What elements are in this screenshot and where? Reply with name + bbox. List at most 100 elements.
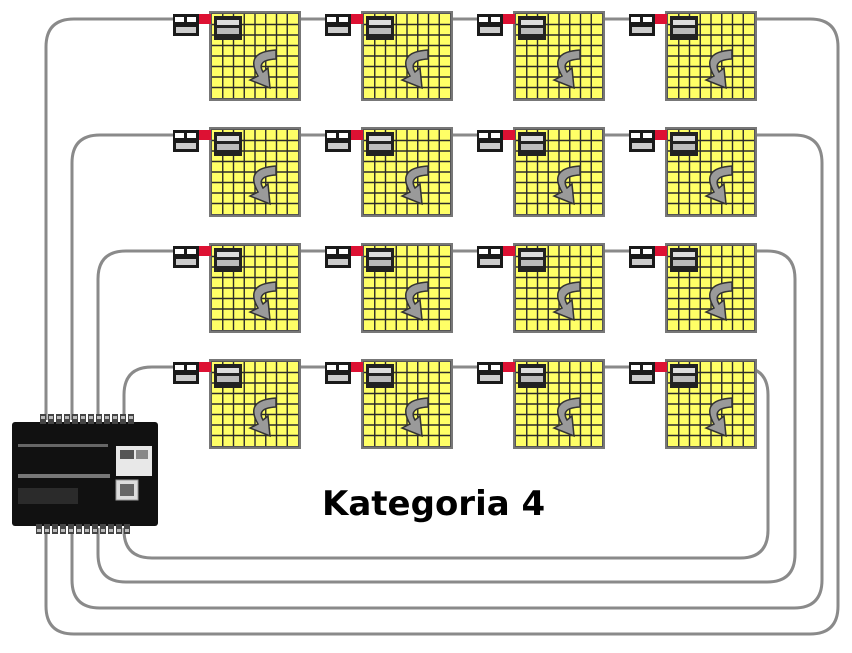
panel-label-bar bbox=[521, 368, 543, 373]
panel-label-bar bbox=[521, 252, 543, 257]
io-module-led bbox=[643, 365, 652, 370]
curved-arrow-icon bbox=[704, 397, 733, 438]
panel-label-bar bbox=[217, 368, 239, 373]
cable-loop-3 bbox=[96, 249, 797, 584]
panel-outline bbox=[209, 243, 301, 333]
terminal-screw bbox=[37, 529, 41, 532]
terminal-screw bbox=[89, 416, 93, 419]
io-module-led bbox=[327, 133, 336, 138]
panel-outline bbox=[513, 127, 605, 217]
panel-label-bar bbox=[521, 20, 543, 25]
io-module-led bbox=[327, 17, 336, 22]
red-connector bbox=[503, 246, 515, 256]
io-module-led bbox=[175, 249, 184, 254]
io-module-label bbox=[176, 375, 196, 381]
io-module-label bbox=[328, 27, 348, 33]
curved-arrow-icon bbox=[552, 165, 581, 206]
io-module-led bbox=[643, 249, 652, 254]
io-module-icon bbox=[629, 14, 655, 36]
panel-outline bbox=[361, 127, 453, 217]
terminal-screw bbox=[77, 529, 81, 532]
red-connector bbox=[199, 362, 211, 372]
panel-label-bar bbox=[217, 376, 239, 382]
io-module-led bbox=[175, 17, 184, 22]
red-connector bbox=[655, 130, 667, 140]
terminal-screw bbox=[125, 529, 129, 532]
panel-label-bar bbox=[673, 368, 695, 373]
terminal-screw bbox=[65, 416, 69, 419]
io-module-label bbox=[328, 375, 348, 381]
panel-label-bar bbox=[369, 368, 391, 373]
io-module-led bbox=[631, 133, 640, 138]
panel-outline bbox=[513, 359, 605, 449]
panel-label-bar bbox=[521, 136, 543, 141]
io-module-icon bbox=[477, 362, 503, 384]
io-module-icon bbox=[173, 130, 199, 152]
io-module-led bbox=[175, 365, 184, 370]
terminal-screw bbox=[81, 416, 85, 419]
io-module-label bbox=[480, 375, 500, 381]
panel bbox=[209, 127, 301, 217]
red-connector bbox=[351, 130, 363, 140]
red-connector bbox=[655, 246, 667, 256]
io-module-icon bbox=[325, 362, 351, 384]
io-module-led bbox=[491, 249, 500, 254]
red-connector bbox=[199, 14, 211, 24]
red-connector bbox=[503, 130, 515, 140]
panel-outline bbox=[209, 359, 301, 449]
io-module-icon bbox=[629, 362, 655, 384]
red-connector bbox=[351, 362, 363, 372]
panel-outline bbox=[209, 11, 301, 101]
io-module-led bbox=[339, 249, 348, 254]
io-module-led bbox=[491, 17, 500, 22]
cable-loop-1 bbox=[44, 17, 840, 636]
panel-label-bar bbox=[521, 144, 543, 150]
io-module-led bbox=[479, 249, 488, 254]
red-connector bbox=[199, 130, 211, 140]
io-module-icon bbox=[477, 14, 503, 36]
io-module-icon bbox=[173, 246, 199, 268]
panel-label-bar bbox=[369, 376, 391, 382]
terminal-screw bbox=[57, 416, 61, 419]
terminal-screw bbox=[61, 529, 65, 532]
panel bbox=[361, 11, 453, 101]
panel bbox=[665, 243, 757, 333]
terminal-screw bbox=[69, 529, 73, 532]
io-module-label bbox=[632, 375, 652, 381]
io-module-icon bbox=[477, 246, 503, 268]
io-module-label bbox=[176, 27, 196, 33]
panel-label-bar bbox=[217, 20, 239, 25]
panel bbox=[513, 243, 605, 333]
panel-outline bbox=[665, 243, 757, 333]
io-module-label bbox=[480, 27, 500, 33]
io-module-led bbox=[327, 365, 336, 370]
curved-arrow-icon bbox=[552, 49, 581, 90]
panel bbox=[209, 11, 301, 101]
terminal-screw bbox=[121, 416, 125, 419]
panel bbox=[513, 127, 605, 217]
terminal-screw bbox=[53, 529, 57, 532]
io-module-label bbox=[328, 143, 348, 149]
panel-label-bar bbox=[369, 136, 391, 141]
terminal-screw bbox=[85, 529, 89, 532]
curved-arrow-icon bbox=[400, 397, 429, 438]
panel-label-bar bbox=[521, 260, 543, 266]
io-module-icon bbox=[325, 14, 351, 36]
io-module-label bbox=[328, 259, 348, 265]
panel bbox=[209, 243, 301, 333]
panel-outline bbox=[665, 11, 757, 101]
io-module-icon bbox=[173, 14, 199, 36]
io-module-led bbox=[479, 17, 488, 22]
controller-display-key bbox=[120, 450, 134, 459]
io-module-led bbox=[175, 133, 184, 138]
curved-arrow-icon bbox=[704, 49, 733, 90]
cable-loop-2 bbox=[70, 133, 824, 610]
io-module-label bbox=[632, 259, 652, 265]
panel-outline bbox=[665, 127, 757, 217]
panel-label-bar bbox=[673, 144, 695, 150]
io-module-icon bbox=[325, 246, 351, 268]
curved-arrow-icon bbox=[400, 49, 429, 90]
curved-arrow-icon bbox=[704, 281, 733, 322]
io-module-led bbox=[339, 133, 348, 138]
panel-label-bar bbox=[217, 28, 239, 34]
